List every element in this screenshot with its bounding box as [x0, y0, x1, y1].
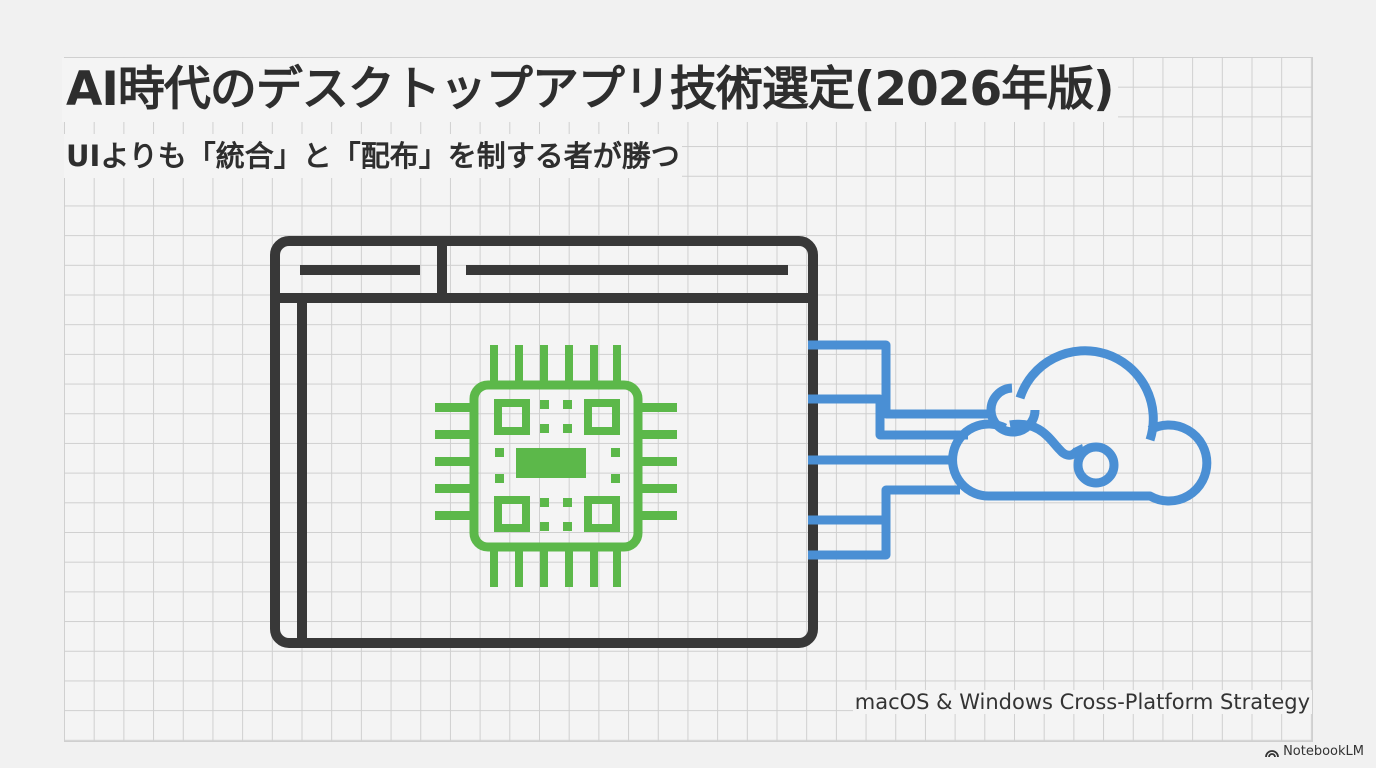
slide-title: AI時代のデスクトップアプリ技術選定(2026年版): [62, 58, 1118, 122]
app-window-icon: [270, 236, 818, 648]
brand-watermark: NotebookLM: [1265, 744, 1364, 759]
strategy-caption: macOS & Windows Cross-Platform Strategy: [852, 690, 1312, 714]
notebooklm-logo-icon: [1265, 749, 1279, 757]
cpu-chip-icon: [435, 345, 677, 587]
cloud-connection-icon: [808, 340, 1212, 560]
slide-subtitle: UIよりも「統合」と「配布」を制する者が勝つ: [64, 134, 682, 178]
brand-name: NotebookLM: [1283, 744, 1364, 759]
